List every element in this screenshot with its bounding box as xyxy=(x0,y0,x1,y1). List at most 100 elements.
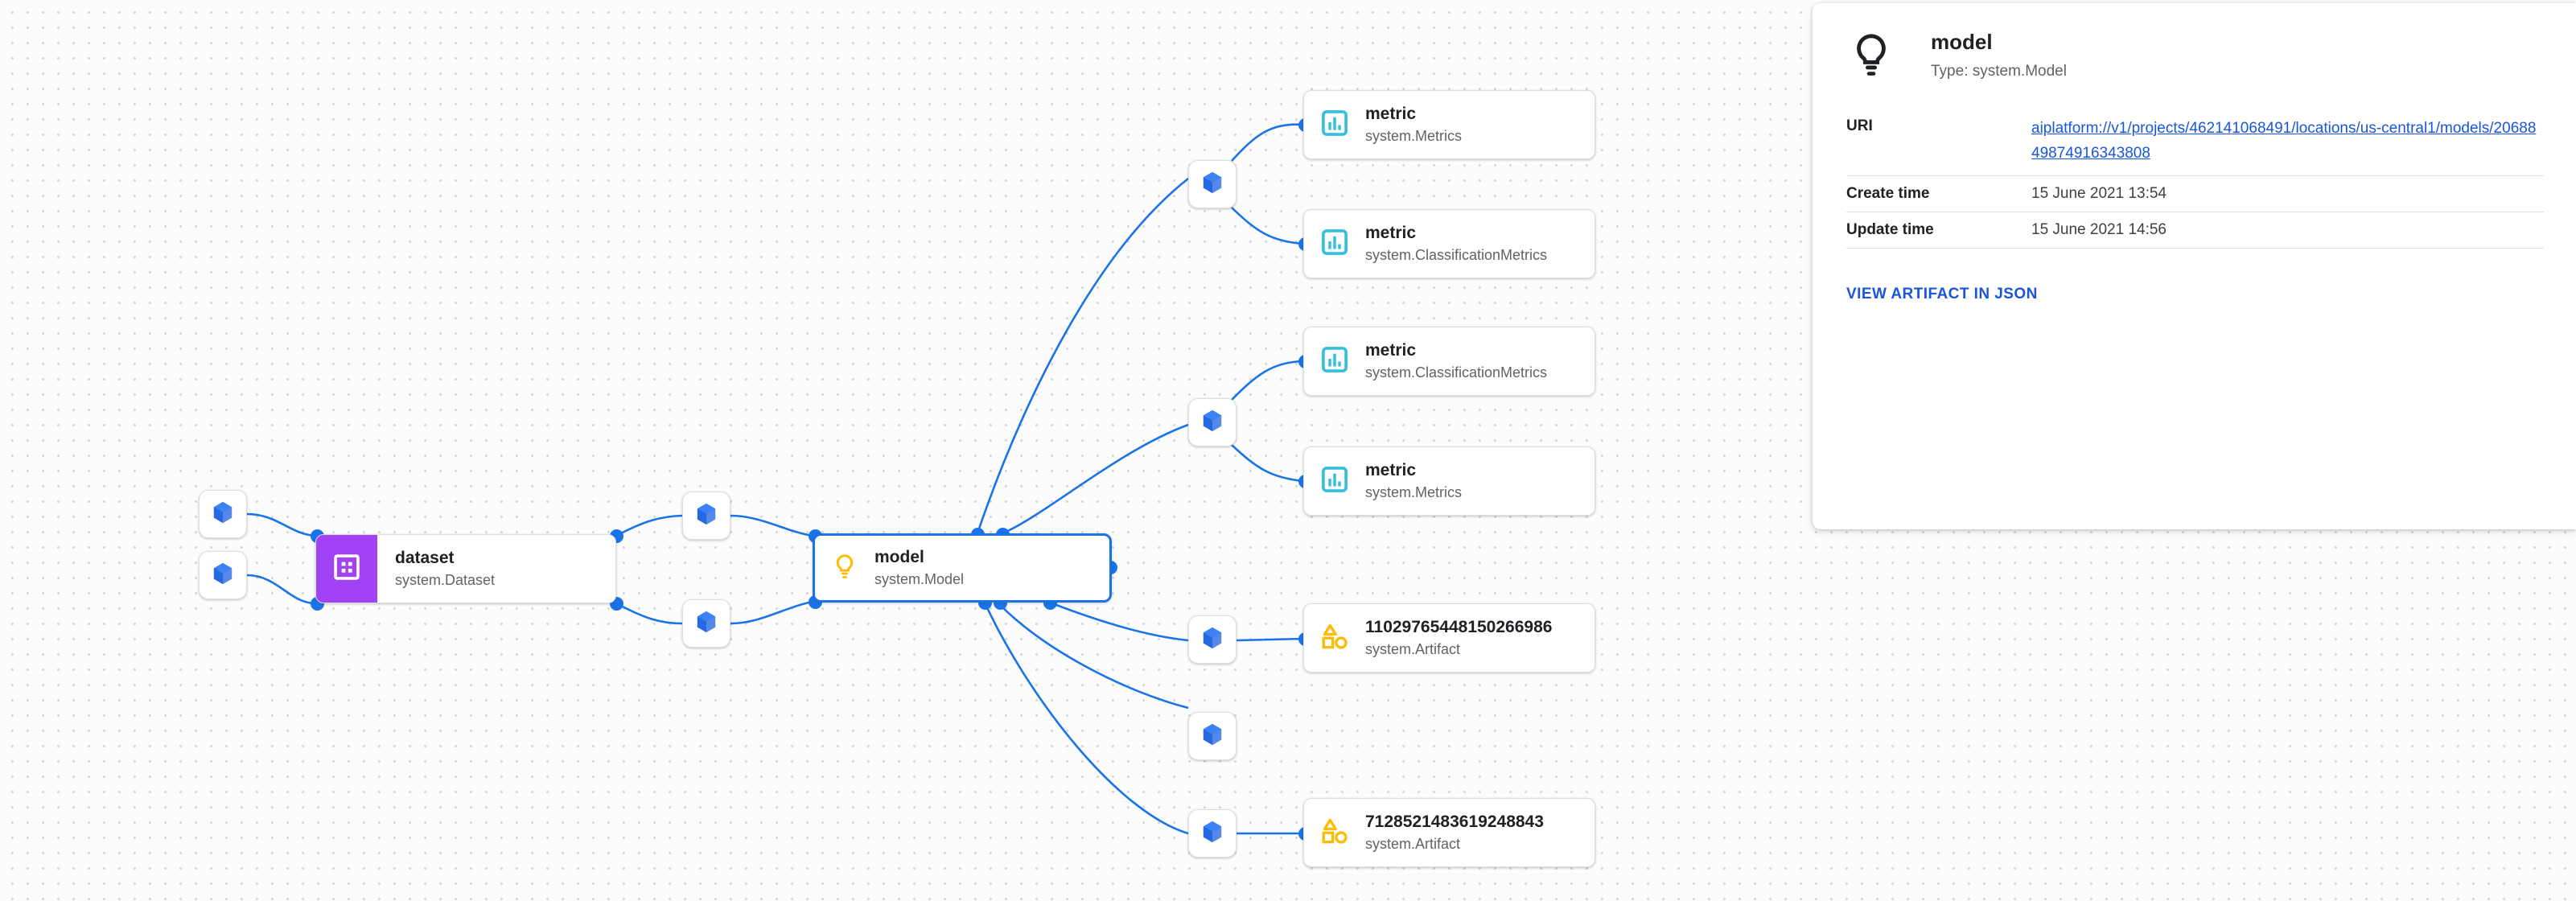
dataset-node[interactable]: dataset system.Dataset xyxy=(315,534,616,603)
execution-node[interactable] xyxy=(682,599,730,648)
property-value-create-time: 15 June 2021 13:54 xyxy=(2031,175,2544,212)
execution-node[interactable] xyxy=(199,551,247,599)
shapes-icon xyxy=(1319,816,1350,850)
execution-node[interactable] xyxy=(682,492,730,540)
edge-dataset-to-execmid-bottom xyxy=(615,602,683,625)
edge-execmid-top-to-model xyxy=(730,514,813,537)
edge-model-to-exec-m1 xyxy=(976,177,1189,534)
artifact-node-icon-wrap xyxy=(1304,621,1365,656)
edge-execleft-bottom-to-dataset xyxy=(246,574,316,605)
cube-icon xyxy=(693,609,719,639)
model-node[interactable]: model system.Model xyxy=(813,533,1112,603)
bar-chart-icon xyxy=(1319,344,1350,379)
execution-node[interactable] xyxy=(1188,809,1237,858)
table-row: Create time 15 June 2021 13:54 xyxy=(1846,175,2544,212)
metric-node-title: metric xyxy=(1365,341,1417,360)
edge-exec-a1-to-artifact-1 xyxy=(1236,637,1304,642)
metric-node-subtitle: system.ClassificationMetrics xyxy=(1365,247,1548,264)
edge-execmid-bottom-to-model xyxy=(730,600,813,625)
uri-link[interactable]: aiplatform://v1/projects/462141068491/lo… xyxy=(2031,120,2537,162)
metric-node-title: metric xyxy=(1365,224,1417,243)
dataset-badge xyxy=(316,535,377,603)
execution-node[interactable] xyxy=(199,490,247,538)
execution-node[interactable] xyxy=(1188,712,1237,760)
artifact-node-title: 7128521483619248843 xyxy=(1365,813,1544,832)
bulb-icon xyxy=(1848,31,1895,82)
edge-exec-m2-to-metric-3 xyxy=(1231,360,1304,401)
model-node-icon-wrap xyxy=(815,553,874,584)
artifact-node-subtitle: system.Artifact xyxy=(1365,836,1461,853)
metric-node-subtitle: system.Metrics xyxy=(1365,128,1463,145)
panel-header-text: model Type: system.Model xyxy=(1896,30,2067,80)
dataset-node-text: dataset system.Dataset xyxy=(377,548,495,589)
artifact-node-title: 11029765448150266986 xyxy=(1365,618,1553,637)
metric-node-subtitle: system.Metrics xyxy=(1365,484,1463,501)
table-row: Update time 15 June 2021 14:56 xyxy=(1846,212,2544,249)
edge-model-to-exec-a3 xyxy=(983,602,1189,835)
artifact-node[interactable]: 7128521483619248843 system.Artifact xyxy=(1303,798,1595,867)
bar-chart-icon xyxy=(1319,108,1350,142)
bulb-icon xyxy=(831,553,858,584)
edge-exec-m1-to-metric-2 xyxy=(1231,207,1304,245)
panel-header-icon-wrap xyxy=(1846,30,1896,82)
artifact-node[interactable]: 11029765448150266986 system.Artifact xyxy=(1303,603,1595,673)
artifact-node-subtitle: system.Artifact xyxy=(1365,641,1461,658)
model-node-subtitle: system.Model xyxy=(874,571,965,588)
cube-icon xyxy=(693,501,719,531)
artifact-node-text: 11029765448150266986 system.Artifact xyxy=(1365,617,1552,658)
cube-icon xyxy=(1200,819,1225,849)
cube-icon xyxy=(1200,170,1225,200)
edge-model-to-exec-a1 xyxy=(1049,601,1189,642)
execution-node[interactable] xyxy=(1188,160,1237,208)
property-value-uri: aiplatform://v1/projects/462141068491/lo… xyxy=(2031,108,2544,176)
model-node-text: model system.Model xyxy=(874,547,964,588)
artifact-node-text: 7128521483619248843 system.Artifact xyxy=(1365,812,1544,853)
panel-subtitle: Type: system.Model xyxy=(1931,63,2067,80)
artifact-node-icon-wrap xyxy=(1304,816,1365,850)
metric-node[interactable]: metric system.ClassificationMetrics xyxy=(1303,327,1595,396)
metric-node[interactable]: metric system.Metrics xyxy=(1303,90,1595,159)
metric-node-icon-wrap xyxy=(1304,344,1365,379)
execution-node[interactable] xyxy=(1188,398,1237,446)
metric-node-text: metric system.Metrics xyxy=(1365,104,1471,145)
metric-node-text: metric system.Metrics xyxy=(1365,460,1471,501)
metric-node-text: metric system.ClassificationMetrics xyxy=(1365,340,1557,381)
metric-node-text: metric system.ClassificationMetrics xyxy=(1365,223,1557,264)
metric-node[interactable]: metric system.Metrics xyxy=(1303,446,1595,516)
metric-node-title: metric xyxy=(1365,105,1417,124)
table-row: URI aiplatform://v1/projects/46214106849… xyxy=(1846,108,2544,176)
property-key-uri: URI xyxy=(1846,108,2031,176)
edge-exec-m1-to-metric-1 xyxy=(1231,123,1304,162)
cube-icon xyxy=(1200,625,1225,655)
shapes-icon xyxy=(1319,621,1350,656)
grid-icon xyxy=(331,552,362,586)
model-node-title: model xyxy=(874,548,924,567)
property-key-update-time: Update time xyxy=(1846,212,2031,249)
property-key-create-time: Create time xyxy=(1846,175,2031,212)
view-artifact-in-json-button[interactable]: VIEW ARTIFACT IN JSON xyxy=(1846,285,2038,302)
metric-node-icon-wrap xyxy=(1304,464,1365,499)
dataset-node-subtitle: system.Dataset xyxy=(395,572,496,589)
cube-icon xyxy=(210,500,236,529)
metric-node-icon-wrap xyxy=(1304,227,1365,261)
artifact-details-panel: model Type: system.Model URI aiplatform:… xyxy=(1813,3,2576,529)
bar-chart-icon xyxy=(1319,227,1350,261)
edge-exec-m2-to-metric-4 xyxy=(1231,444,1304,483)
metric-node-title: metric xyxy=(1365,461,1417,480)
cube-icon xyxy=(1200,722,1225,751)
panel-properties-table: URI aiplatform://v1/projects/46214106849… xyxy=(1846,108,2544,249)
metric-node[interactable]: metric system.ClassificationMetrics xyxy=(1303,209,1595,278)
panel-header: model Type: system.Model xyxy=(1846,3,2544,82)
bar-chart-icon xyxy=(1319,464,1350,499)
edge-execleft-top-to-dataset xyxy=(246,512,316,537)
panel-title: model xyxy=(1931,30,1993,54)
metric-node-subtitle: system.ClassificationMetrics xyxy=(1365,364,1548,381)
edge-model-to-exec-m2 xyxy=(1002,423,1189,535)
metric-node-icon-wrap xyxy=(1304,108,1365,142)
edge-model-to-exec-a2 xyxy=(997,602,1189,710)
cube-icon xyxy=(210,561,236,590)
execution-node[interactable] xyxy=(1188,615,1237,664)
dataset-node-title: dataset xyxy=(395,549,455,568)
cube-icon xyxy=(1200,408,1225,438)
